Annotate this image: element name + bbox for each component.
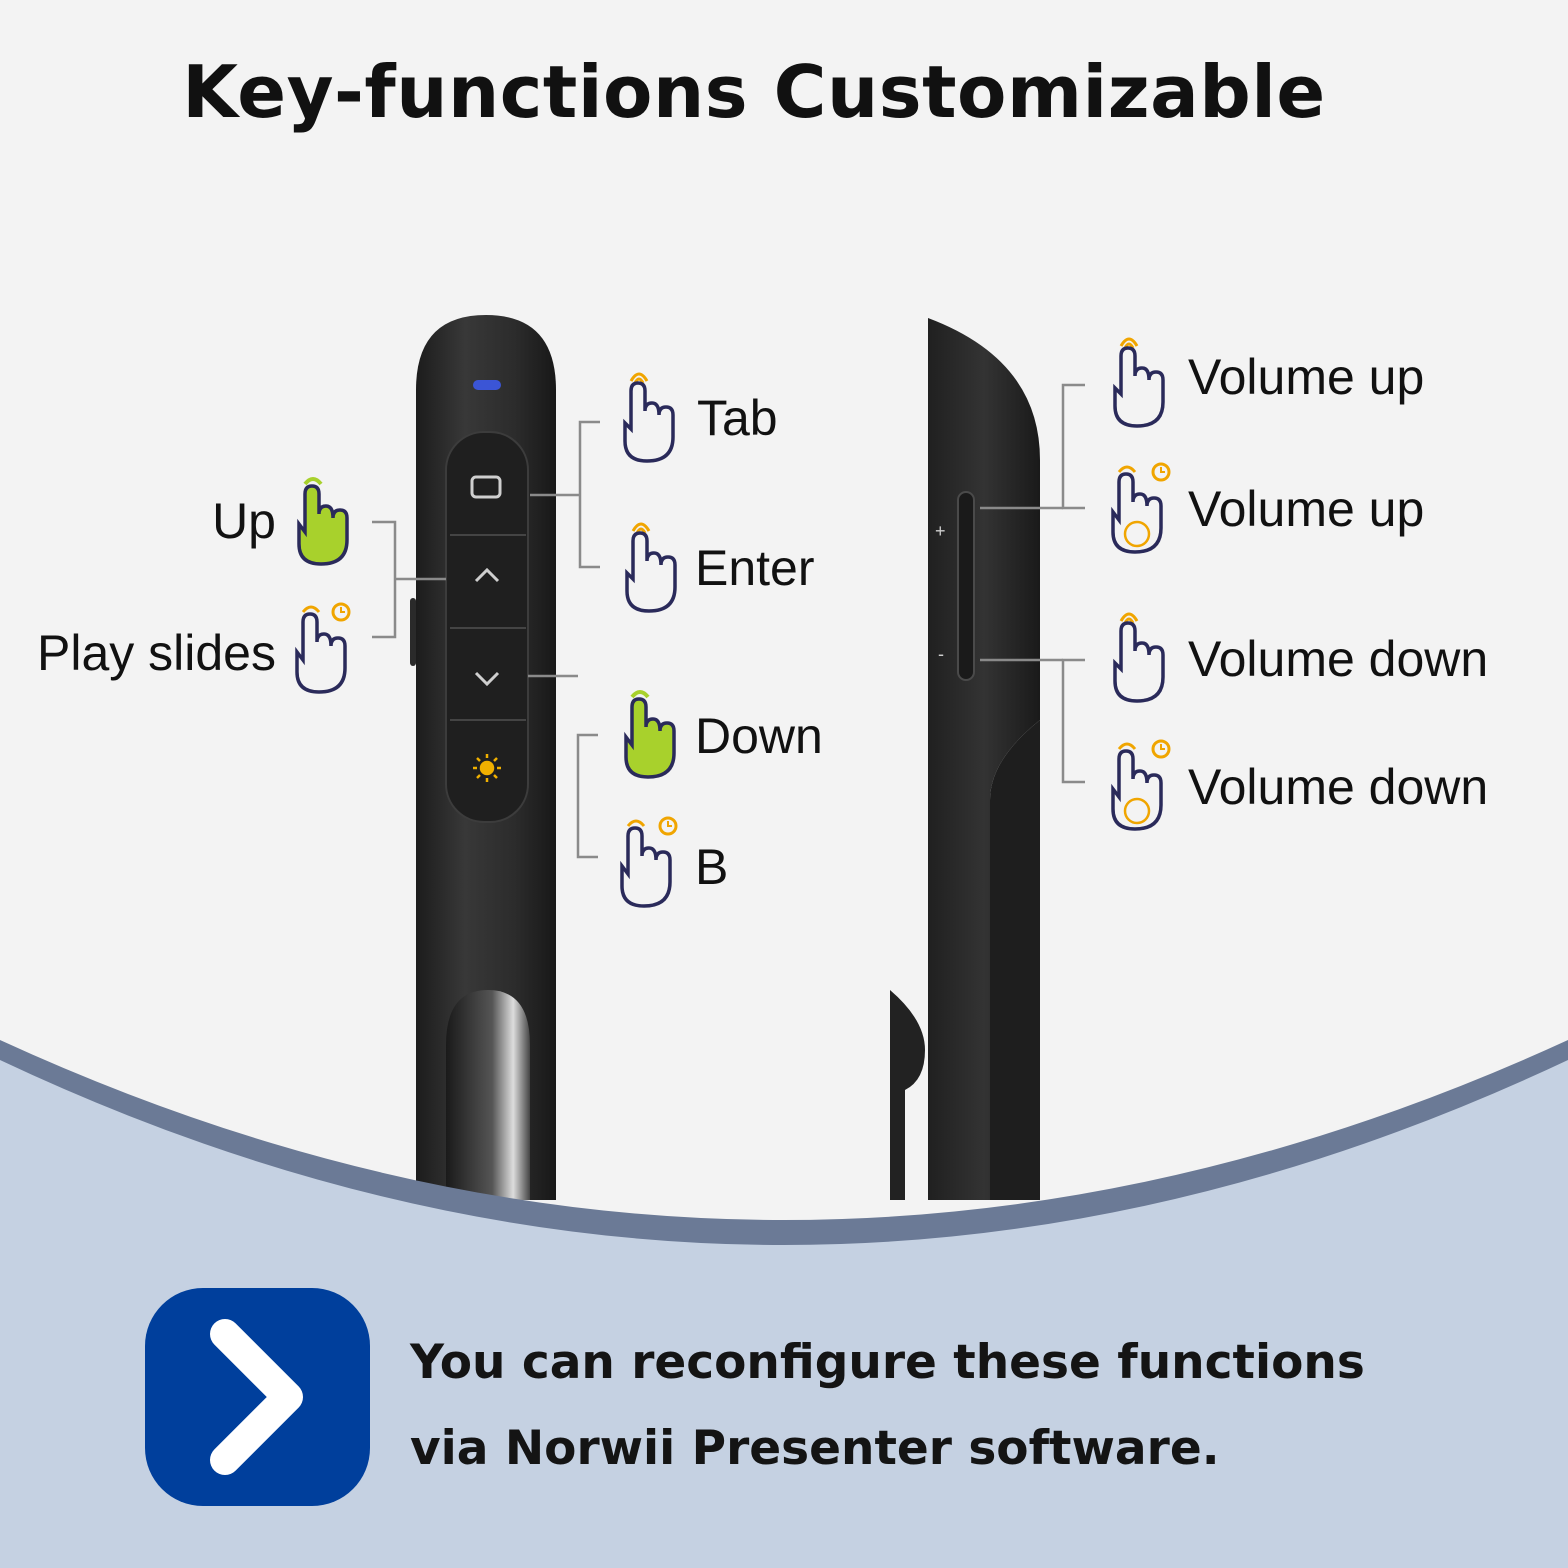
chevron-up-icon bbox=[474, 567, 500, 583]
page-title: Key-functions Customizable bbox=[182, 50, 1326, 134]
hand-long-press-icon bbox=[1111, 462, 1171, 554]
status-led bbox=[473, 380, 501, 390]
presenter-side bbox=[890, 318, 1040, 1200]
presenter-front bbox=[410, 315, 556, 1200]
label-volume-up-1: Volume up bbox=[1188, 349, 1425, 405]
laser-icon bbox=[473, 754, 501, 782]
label-down: Down bbox=[695, 708, 823, 764]
footer-line-1: You can reconfigure these functions bbox=[410, 1335, 1365, 1390]
label-play-slides: Play slides bbox=[37, 625, 276, 681]
label-volume-down-1: Volume down bbox=[1188, 631, 1489, 687]
chevron-right-icon bbox=[145, 1288, 370, 1506]
hand-long-press-icon bbox=[620, 816, 678, 908]
footer-text: You can reconfigure these functions via … bbox=[410, 1320, 1365, 1492]
connector-lines bbox=[372, 383, 1085, 859]
footer-line-2: via Norwii Presenter software. bbox=[410, 1421, 1220, 1476]
hand-click-icon bbox=[297, 477, 349, 566]
label-up: Up bbox=[212, 493, 276, 549]
side-minus-mark: - bbox=[938, 644, 944, 664]
hand-double-click-icon bbox=[623, 372, 675, 463]
hand-long-press-icon bbox=[295, 602, 351, 694]
screen-icon bbox=[470, 475, 502, 499]
hand-click-icon bbox=[624, 690, 676, 779]
hand-double-click-icon bbox=[1113, 612, 1165, 703]
side-plus-mark: + bbox=[935, 521, 946, 541]
footer-band bbox=[0, 1060, 1568, 1568]
label-b: B bbox=[695, 839, 729, 895]
label-volume-up-2: Volume up bbox=[1188, 481, 1425, 537]
hand-double-click-icon bbox=[625, 522, 677, 613]
label-tab: Tab bbox=[697, 390, 778, 446]
label-volume-down-2: Volume down bbox=[1188, 759, 1489, 815]
hand-double-click-icon bbox=[1113, 337, 1165, 428]
label-enter: Enter bbox=[695, 540, 815, 596]
chevron-down-icon bbox=[474, 671, 500, 687]
hand-long-press-icon bbox=[1111, 739, 1171, 831]
